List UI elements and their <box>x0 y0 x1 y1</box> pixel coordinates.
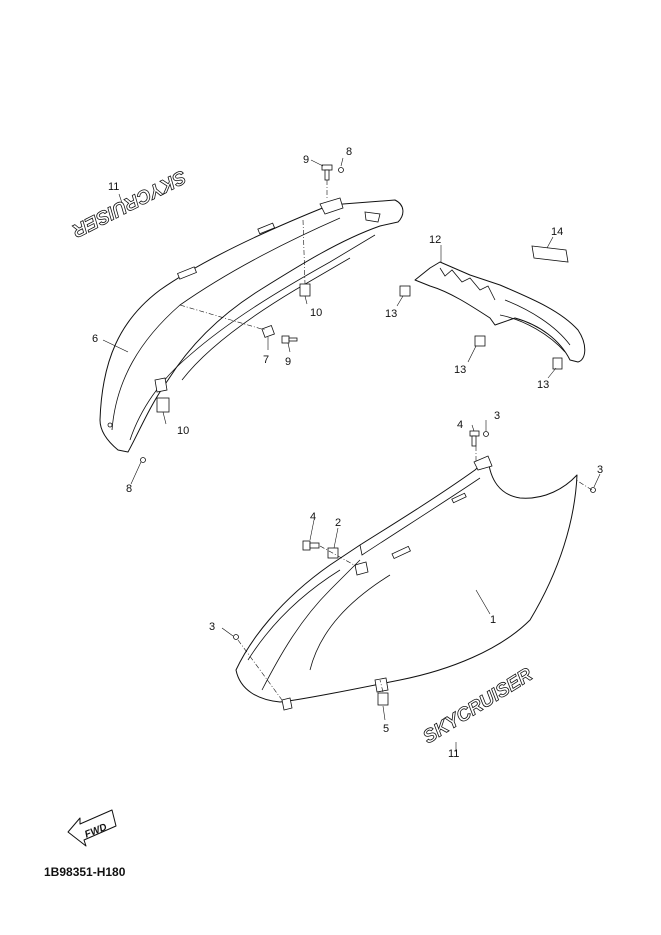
assembly-lines <box>179 180 593 701</box>
callout-3-right: 3 <box>597 464 603 476</box>
callout-5: 5 <box>383 723 389 735</box>
upper-side-cover <box>99 197 404 453</box>
callout-8-bottom: 8 <box>126 483 132 495</box>
callout-1: 1 <box>490 614 496 626</box>
callout-7: 7 <box>263 354 269 366</box>
callout-11-lower: 11 <box>448 748 459 760</box>
callout-10-lower: 10 <box>177 425 189 437</box>
lower-side-cover <box>235 455 578 711</box>
callout-10-upper: 10 <box>310 307 322 319</box>
callout-13-right: 13 <box>537 379 549 391</box>
callout-9-top: 9 <box>303 154 309 166</box>
emblem-upper: SKYCRUISER <box>68 165 190 241</box>
svg-text:SKYCRUISER: SKYCRUISER <box>68 166 189 241</box>
callout-2: 2 <box>335 517 341 529</box>
fwd-arrow: FWD <box>67 809 117 847</box>
leader-lines <box>102 157 601 752</box>
diagram-code: 1B98351-H180 <box>44 865 126 879</box>
label-sticker <box>531 245 569 263</box>
callout-14: 14 <box>551 226 563 238</box>
svg-text:SKYCRUISER: SKYCRUISER <box>420 664 537 748</box>
callout-13-middle: 13 <box>454 364 466 376</box>
callout-12: 12 <box>429 234 441 246</box>
callout-6: 6 <box>92 333 98 345</box>
callout-11-upper: 11 <box>108 181 119 193</box>
callout-3-left: 3 <box>209 621 215 633</box>
callout-4-left: 4 <box>310 511 316 523</box>
rear-bracket-cover <box>414 261 586 363</box>
callouts: 9 8 11 6 10 7 9 10 8 12 14 13 13 13 4 3 … <box>92 146 603 760</box>
callout-13-left: 13 <box>385 308 397 320</box>
emblem-lower: SKYCRUISER <box>419 664 537 749</box>
callout-3-upper: 3 <box>494 410 500 422</box>
callout-4-upper: 4 <box>457 419 463 431</box>
callout-9-lower: 9 <box>285 356 291 368</box>
callout-8-top: 8 <box>346 146 352 158</box>
